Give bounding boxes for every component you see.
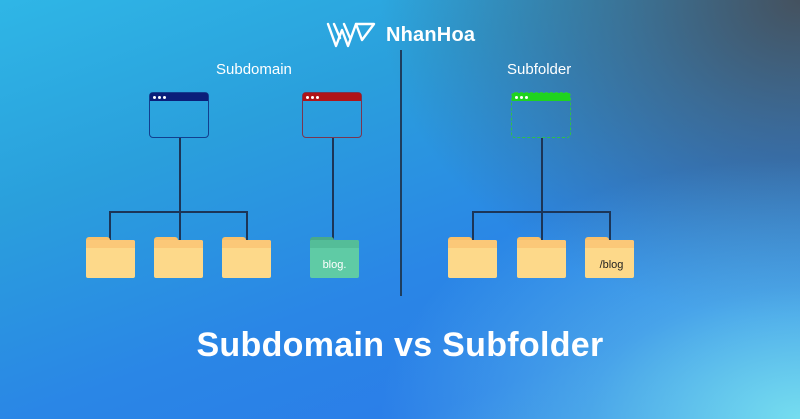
- brand-logo: NhanHoa: [326, 20, 475, 50]
- subdomain-blog-window-icon: [302, 92, 362, 138]
- connector-line: [472, 211, 474, 241]
- folder-icon: [448, 237, 497, 278]
- folder-label: blog.: [322, 259, 347, 271]
- page-title: Subdomain vs Subfolder: [196, 326, 604, 364]
- connector-line: [109, 211, 111, 241]
- connector-line: [179, 138, 181, 211]
- folder-icon: [222, 237, 271, 278]
- section-divider: [400, 50, 402, 296]
- subfolder-main-window-icon: [511, 92, 571, 138]
- connector-line: [246, 211, 248, 241]
- connector-line: [609, 211, 611, 241]
- window-titlebar: [303, 93, 361, 101]
- blog-subfolder-folder-icon: /blog: [585, 237, 634, 278]
- blog-subdomain-folder-icon: blog.: [310, 237, 359, 278]
- folder-icon: [154, 237, 203, 278]
- window-titlebar: [512, 93, 570, 101]
- nhanhoa-w-logo-icon: [326, 22, 376, 48]
- brand-name: NhanHoa: [386, 23, 476, 46]
- subdomain-main-window-icon: [149, 92, 209, 138]
- subfolder-section-label: Subfolder: [507, 61, 572, 78]
- window-titlebar: [150, 93, 208, 101]
- connector-line: [541, 138, 543, 211]
- folder-label: /blog: [599, 259, 624, 271]
- folder-icon: [517, 237, 566, 278]
- connector-line: [332, 138, 334, 241]
- connector-line: [541, 211, 543, 241]
- connector-line: [179, 211, 181, 241]
- connector-line: [109, 211, 247, 213]
- subdomain-section-label: Subdomain: [216, 61, 292, 78]
- folder-icon: [86, 237, 135, 278]
